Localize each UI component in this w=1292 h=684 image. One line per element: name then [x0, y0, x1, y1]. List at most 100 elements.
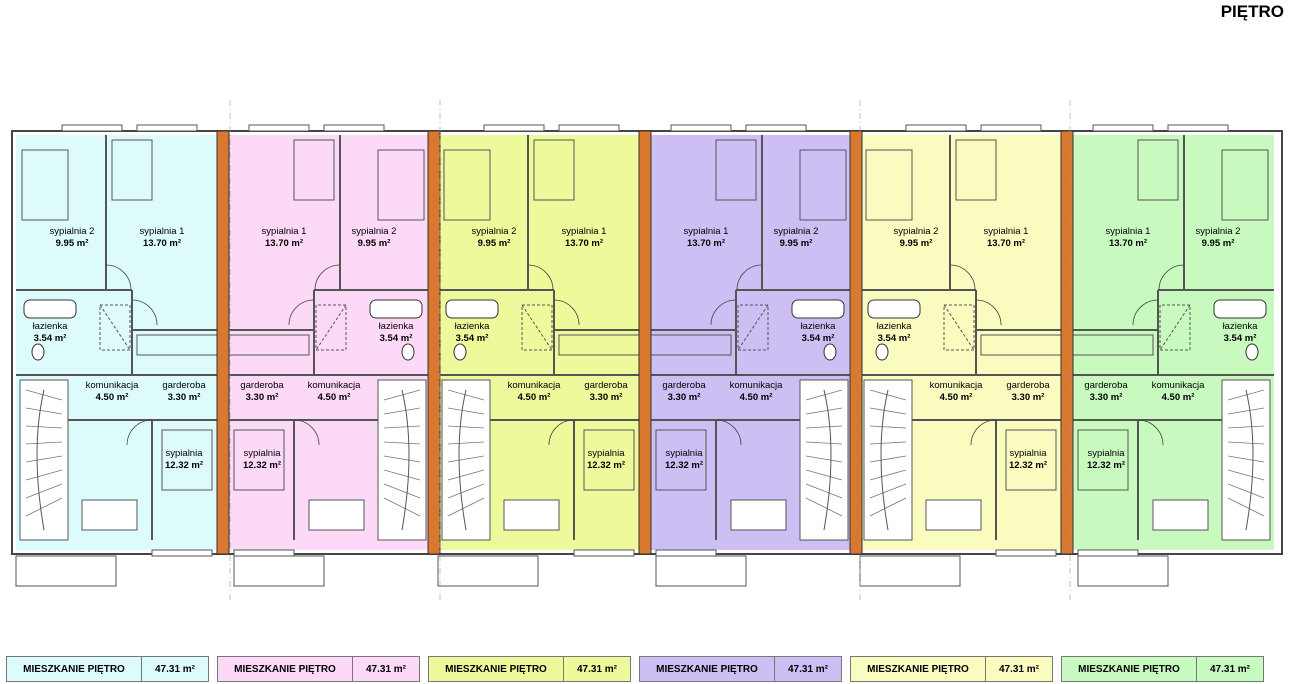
- stair-step: [383, 389, 421, 401]
- window: [558, 124, 620, 132]
- staircase: [441, 379, 491, 541]
- room-label: garderoba: [662, 380, 706, 391]
- room-area: 9.95 m²: [478, 238, 511, 249]
- staircase: [19, 379, 69, 541]
- stair-handrail: [401, 389, 410, 531]
- room-label: komunikacja: [508, 380, 562, 391]
- stair-step: [25, 441, 63, 445]
- room-area: 3.30 m²: [668, 392, 701, 403]
- toilet: [823, 343, 837, 361]
- legend-label: MIESZKANIE PIĘTRO: [218, 657, 353, 681]
- room-area: 3.30 m²: [590, 392, 623, 403]
- window: [323, 124, 385, 132]
- door-swing: [527, 264, 554, 291]
- legend-label: MIESZKANIE PIĘTRO: [640, 657, 775, 681]
- door-swing: [131, 299, 158, 326]
- stair-step: [1227, 469, 1265, 481]
- room-area: 3.54 m²: [1224, 333, 1257, 344]
- bed: [1137, 139, 1179, 201]
- balcony: [1077, 555, 1169, 587]
- room-area: 12.32 m²: [243, 460, 281, 471]
- toilet: [453, 343, 467, 361]
- window: [995, 549, 1057, 557]
- room-area: 13.70 m²: [1109, 238, 1147, 249]
- room-area: 13.70 m²: [687, 238, 725, 249]
- balcony: [655, 555, 747, 587]
- stair-handrail: [823, 389, 832, 531]
- toilet: [875, 343, 889, 361]
- toilet: [31, 343, 45, 361]
- stair-step: [805, 469, 843, 481]
- legend-label: MIESZKANIE PIĘTRO: [1062, 657, 1197, 681]
- room-label: łazienka: [801, 321, 837, 332]
- stair-step: [869, 407, 907, 415]
- room-label: łazienka: [1223, 321, 1259, 332]
- room-area: 4.50 m²: [318, 392, 351, 403]
- bed: [655, 429, 707, 491]
- room-area: 12.32 m²: [665, 460, 703, 471]
- apartment-3: [437, 124, 641, 587]
- stair-step: [383, 441, 421, 445]
- room-label: sypialnia 2: [472, 226, 517, 237]
- party-wall: [849, 130, 863, 555]
- stair-step: [447, 425, 485, 429]
- legend-area: 47.31 m²: [154, 663, 196, 675]
- legend-item: MIESZKANIE PIĘTRO 47.31 m²: [1061, 656, 1264, 682]
- room-area: 3.54 m²: [878, 333, 911, 344]
- shower: [1159, 304, 1191, 351]
- desk: [81, 499, 138, 531]
- stair-step: [1227, 407, 1265, 415]
- room-area: 9.95 m²: [780, 238, 813, 249]
- stair-step: [869, 425, 907, 429]
- shower: [737, 304, 769, 351]
- stair-step: [1227, 497, 1265, 517]
- door-swing: [1132, 299, 1159, 326]
- stair-handrail: [36, 389, 45, 531]
- bathtub: [867, 299, 921, 319]
- stair-step: [805, 407, 843, 415]
- stair-step: [25, 497, 63, 517]
- bed: [1005, 429, 1057, 491]
- room-label: komunikacja: [86, 380, 140, 391]
- stair-step: [383, 483, 421, 499]
- room-area: 4.50 m²: [740, 392, 773, 403]
- stair-step: [805, 455, 843, 463]
- shower: [315, 304, 347, 351]
- room-label: łazienka: [877, 321, 913, 332]
- window: [151, 549, 213, 557]
- bed: [865, 149, 913, 221]
- room-label: sypialnia 1: [684, 226, 729, 237]
- door-swing: [293, 419, 320, 446]
- stair-step: [869, 483, 907, 499]
- room-label: sypialnia 2: [894, 226, 939, 237]
- room-area: 13.70 m²: [987, 238, 1025, 249]
- door-swing: [710, 299, 737, 326]
- stair-step: [447, 455, 485, 463]
- room-area: 13.70 m²: [143, 238, 181, 249]
- window: [980, 124, 1042, 132]
- legend-area: 47.31 m²: [1209, 663, 1251, 675]
- stair-step: [25, 389, 63, 401]
- room-area: 13.70 m²: [265, 238, 303, 249]
- door-swing: [1158, 264, 1185, 291]
- room-label: komunikacja: [308, 380, 362, 391]
- room-area: 12.32 m²: [165, 460, 203, 471]
- room-area: 12.32 m²: [587, 460, 625, 471]
- bed: [161, 429, 213, 491]
- room-label: garderoba: [584, 380, 628, 391]
- balcony: [437, 555, 539, 587]
- stair-step: [447, 389, 485, 401]
- toilet: [1245, 343, 1259, 361]
- bed: [443, 149, 491, 221]
- room-label: sypialnia 1: [262, 226, 307, 237]
- stair-step: [869, 497, 907, 517]
- stair-step: [869, 469, 907, 481]
- window: [136, 124, 198, 132]
- bed: [715, 139, 757, 201]
- stair-step: [383, 455, 421, 463]
- room-label: łazienka: [33, 321, 69, 332]
- room-area: 3.30 m²: [246, 392, 279, 403]
